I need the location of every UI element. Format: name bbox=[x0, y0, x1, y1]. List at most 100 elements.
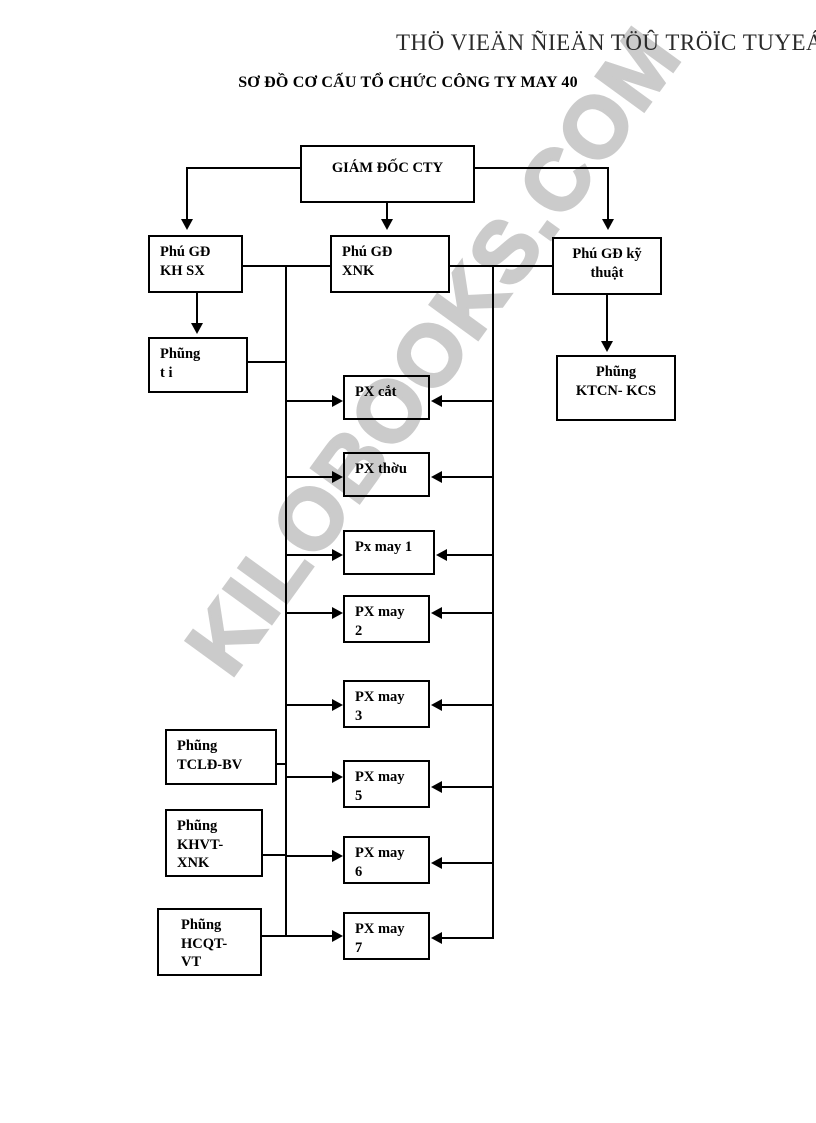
edge-rspine-to-px-may-7 bbox=[442, 937, 494, 939]
node-phung-hcqt-vt[interactable]: Phũng HCQT- VT bbox=[157, 908, 262, 976]
node-label-line1: Phú GĐ bbox=[342, 244, 393, 260]
edge-hcqt-to-spine bbox=[262, 935, 287, 937]
arrowhead-spine-px-thou bbox=[332, 471, 343, 483]
node-px-cat[interactable]: PX cắt bbox=[343, 375, 430, 420]
node-label-line1: Phũng bbox=[160, 346, 201, 362]
edge-spine-to-px-may-3 bbox=[287, 704, 332, 706]
arrowhead-giamdoc-xnk bbox=[381, 219, 393, 230]
node-pgd-ky-thuat[interactable]: Phú GĐ kỹ thuật bbox=[552, 237, 662, 295]
node-label: GIÁM ĐỐC CTY bbox=[331, 160, 444, 176]
node-label-line1: Phũng bbox=[177, 738, 218, 754]
arrowhead-spine-px-may-7 bbox=[332, 930, 343, 942]
node-label: Px may 1 bbox=[355, 539, 413, 555]
node-label-line2: KHVT- bbox=[177, 836, 224, 853]
edge-spine-to-px-may-2 bbox=[287, 612, 332, 614]
node-label-line2: 6 bbox=[355, 863, 363, 880]
node-label-line2: KTCN- KCS bbox=[575, 382, 657, 399]
node-label-line1: PX may bbox=[355, 604, 405, 620]
edge-rspine-to-px-may-2 bbox=[442, 612, 494, 614]
edge-spine-to-px-may-7 bbox=[287, 935, 332, 937]
node-label-line2: XNK bbox=[342, 262, 375, 279]
edge-khvt-to-spine bbox=[263, 854, 287, 856]
node-label-line2: KH SX bbox=[160, 262, 205, 279]
arrowhead-rspine-px-may-3 bbox=[431, 699, 442, 711]
node-label-line2: 2 bbox=[355, 622, 363, 639]
arrowhead-spine-px-may-1 bbox=[332, 549, 343, 561]
node-label-line2: TCLĐ-BV bbox=[177, 756, 243, 773]
node-label-line2: 3 bbox=[355, 707, 363, 724]
edge-giamdoc-to-khsx-v bbox=[186, 167, 188, 219]
node-label-line1: PX may bbox=[355, 769, 405, 785]
library-banner: THÖ VIEÄN ÑIEÄN TÖÛ TRÖÏC TUYEÁN bbox=[396, 30, 816, 55]
edge-rspine-to-px-may-1 bbox=[447, 554, 494, 556]
edge-giamdoc-to-khsx-h bbox=[186, 167, 302, 169]
edge-giamdoc-to-kythuat-v bbox=[607, 167, 609, 219]
page-title: SƠ ĐỒ CƠ CẤU TỔ CHỨC CÔNG TY MAY 40 bbox=[238, 74, 578, 91]
arrowhead-spine-px-may-6 bbox=[332, 850, 343, 862]
node-pgd-xnk[interactable]: Phú GĐ XNK bbox=[330, 235, 450, 293]
node-px-may-2[interactable]: PX may 2 bbox=[343, 595, 430, 643]
arrowhead-khsx-phung bbox=[191, 323, 203, 334]
edge-phung-ti-to-spine bbox=[248, 361, 287, 363]
node-label-line3: XNK bbox=[177, 855, 210, 872]
left-spine bbox=[285, 265, 287, 937]
node-label-line1: Phũng bbox=[181, 917, 222, 933]
node-label-line2: thuật bbox=[590, 264, 624, 281]
edge-giamdoc-to-kythuat-h bbox=[473, 167, 609, 169]
arrowhead-spine-px-cat bbox=[332, 395, 343, 407]
node-px-may-3[interactable]: PX may 3 bbox=[343, 680, 430, 728]
arrowhead-kythuat-ktcn bbox=[601, 341, 613, 352]
right-spine bbox=[492, 265, 494, 937]
edge-rspine-to-px-thou bbox=[442, 476, 494, 478]
edge-kythuat-to-ktcn-v bbox=[606, 295, 608, 341]
node-label-line1: PX may bbox=[355, 845, 405, 861]
node-px-may-7[interactable]: PX may 7 bbox=[343, 912, 430, 960]
arrowhead-spine-px-may-3 bbox=[332, 699, 343, 711]
edge-rspine-to-px-cat bbox=[442, 400, 494, 402]
edge-level1-tie-right bbox=[450, 265, 553, 267]
node-label: PX cắt bbox=[355, 384, 397, 400]
node-phung-ktcn-kcs[interactable]: Phũng KTCN- KCS bbox=[556, 355, 676, 421]
arrowhead-giamdoc-khsx bbox=[181, 219, 193, 230]
edge-spine-to-px-may-6 bbox=[287, 855, 332, 857]
node-label: PX thờu bbox=[355, 461, 407, 477]
arrowhead-rspine-px-may-7 bbox=[431, 932, 442, 944]
edge-rspine-to-px-may-3 bbox=[442, 704, 494, 706]
node-pgd-khsx[interactable]: Phú GĐ KH SX bbox=[148, 235, 243, 293]
edge-rspine-to-px-may-5 bbox=[442, 786, 494, 788]
edge-level1-tie-left bbox=[243, 265, 331, 267]
node-label-line1: PX may bbox=[355, 921, 405, 937]
node-px-thou[interactable]: PX thờu bbox=[343, 452, 430, 497]
edge-rspine-to-px-may-6 bbox=[442, 862, 494, 864]
node-label-line3: VT bbox=[181, 954, 202, 971]
edge-spine-to-px-may-5 bbox=[287, 776, 332, 778]
arrowhead-giamdoc-kythuat bbox=[602, 219, 614, 230]
edge-spine-to-px-may-1 bbox=[287, 554, 332, 556]
edge-spine-to-px-cat bbox=[287, 400, 332, 402]
arrowhead-spine-px-may-2 bbox=[332, 607, 343, 619]
node-phung-t-i[interactable]: Phũng t i bbox=[148, 337, 248, 393]
edge-giamdoc-to-xnk-v bbox=[386, 203, 388, 219]
node-label-line2: HCQT- bbox=[181, 935, 228, 952]
arrowhead-spine-px-may-5 bbox=[332, 771, 343, 783]
arrowhead-rspine-px-may-6 bbox=[431, 857, 442, 869]
edge-khsx-to-phung-v bbox=[196, 293, 198, 323]
node-phung-tcld-bv[interactable]: Phũng TCLĐ-BV bbox=[165, 729, 277, 785]
node-px-may-1[interactable]: Px may 1 bbox=[343, 530, 435, 575]
node-label-line1: Phú GĐ kỹ bbox=[572, 246, 642, 262]
node-phung-khvt-xnk[interactable]: Phũng KHVT- XNK bbox=[165, 809, 263, 877]
arrowhead-rspine-px-may-5 bbox=[431, 781, 442, 793]
node-label-line1: Phú GĐ bbox=[160, 244, 211, 260]
arrowhead-rspine-px-cat bbox=[431, 395, 442, 407]
node-label-line2: t i bbox=[160, 364, 173, 381]
node-giam-doc[interactable]: GIÁM ĐỐC CTY bbox=[300, 145, 475, 203]
node-label-line1: PX may bbox=[355, 689, 405, 705]
node-label-line2: 7 bbox=[355, 939, 363, 956]
arrowhead-rspine-px-may-2 bbox=[431, 607, 442, 619]
node-px-may-5[interactable]: PX may 5 bbox=[343, 760, 430, 808]
node-label-line1: Phũng bbox=[177, 818, 218, 834]
node-px-may-6[interactable]: PX may 6 bbox=[343, 836, 430, 884]
arrowhead-rspine-px-thou bbox=[431, 471, 442, 483]
